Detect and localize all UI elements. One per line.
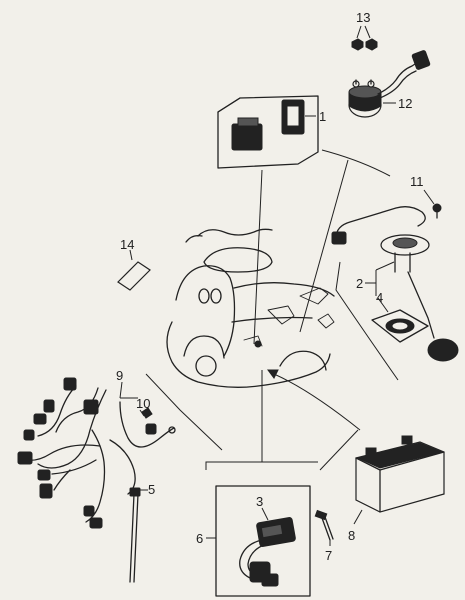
callout-7: 7 xyxy=(325,548,332,563)
callout-1: 1 xyxy=(319,109,326,124)
callout-6: 6 xyxy=(196,531,203,546)
part-5-cable-tie[interactable] xyxy=(129,487,148,583)
part-10-clip[interactable] xyxy=(139,407,153,419)
part-11-screw[interactable] xyxy=(423,189,442,219)
part-12-starter-relay[interactable] xyxy=(348,50,431,118)
callout-10: 10 xyxy=(136,396,150,411)
part-4-sender-gasket[interactable] xyxy=(371,297,429,343)
callout-9: 9 xyxy=(116,368,123,383)
part-8-battery[interactable] xyxy=(353,435,445,525)
scooter-body xyxy=(166,228,335,388)
part-6-ignition-coil-assembly[interactable] xyxy=(206,485,311,597)
callout-13: 13 xyxy=(356,10,370,25)
part-7-bolt[interactable] xyxy=(314,509,334,546)
callout-8: 8 xyxy=(348,528,355,543)
callout-11: 11 xyxy=(410,174,424,189)
callout-4: 4 xyxy=(376,290,383,305)
callout-2: 2 xyxy=(356,276,363,291)
part-2-fuel-sender[interactable] xyxy=(331,206,459,362)
part-14-fuse[interactable] xyxy=(117,249,151,291)
part-1-cdi-unit[interactable] xyxy=(217,95,319,169)
callout-12: 12 xyxy=(398,96,412,111)
callout-3: 3 xyxy=(256,494,263,509)
callout-14: 14 xyxy=(120,237,134,252)
callout-labels: 13 12 1 11 14 2 4 9 10 5 3 6 7 8 xyxy=(116,10,424,563)
part-13-nuts[interactable] xyxy=(351,25,378,51)
part-3-ignition-coil[interactable] xyxy=(239,507,296,587)
part-9-wire-harness[interactable] xyxy=(17,377,176,529)
routing-lines xyxy=(145,149,399,471)
callout-5: 5 xyxy=(148,482,155,497)
